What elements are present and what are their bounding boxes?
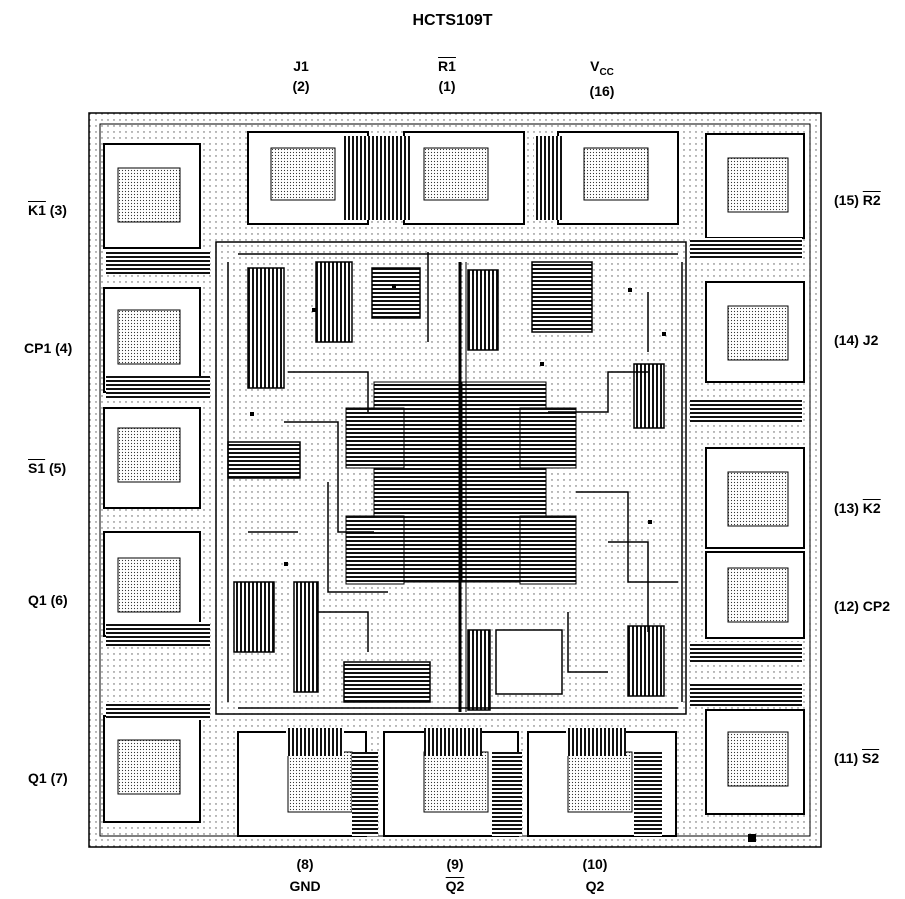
pin-name-vcc: VCC	[572, 58, 632, 81]
pin-number: (3)	[49, 202, 67, 218]
pin-number: (9)	[446, 856, 464, 872]
pin-label-bottom-q2-bar: (9) Q2	[430, 856, 480, 894]
pin-name: GND	[289, 878, 321, 894]
contact-vias	[250, 284, 756, 842]
pin-label-left-s1: S1 (5)	[28, 460, 66, 476]
pin-name: S2	[862, 750, 880, 766]
bond-pads-bottom	[237, 728, 677, 837]
diagram-title: HCTS109T	[412, 12, 493, 29]
metal-routing	[227, 252, 683, 709]
die-layout-drawing	[88, 112, 822, 848]
pin-number: (13)	[834, 500, 859, 516]
pin-number: (2)	[292, 78, 310, 94]
pin-label-right-j2: (14) J2	[834, 332, 878, 348]
pin-number: (8)	[296, 856, 314, 872]
bond-pads-top	[247, 131, 679, 225]
pin-label-bottom-q2: (10) Q2	[570, 856, 620, 894]
pin-label-top-r1: R1 (1)	[422, 58, 472, 94]
pin-label-right-k2: (13) K2	[834, 500, 881, 516]
pin-label-left-k1: K1 (3)	[28, 202, 67, 218]
pin-label-top-vcc: VCC (16)	[572, 58, 632, 99]
pin-label-left-q1-7: Q1 (7)	[28, 770, 68, 786]
pin-label-right-r2: (15) R2	[834, 192, 881, 208]
pin-name: Q2	[445, 878, 465, 894]
pin-number: (16)	[589, 82, 615, 99]
pin-number: (10)	[582, 856, 608, 872]
pin-name: S1	[28, 460, 46, 476]
pin-number: (12)	[834, 598, 859, 614]
pin-number: (4)	[55, 340, 73, 356]
pin-number: (11)	[834, 750, 859, 766]
pin-number: (1)	[438, 78, 456, 94]
pin-label-right-cp2: (12) CP2	[834, 598, 890, 614]
logic-blocks	[227, 261, 665, 711]
pin-number: (6)	[50, 592, 68, 608]
pin-name: K2	[862, 500, 881, 516]
pin-name: Q1	[28, 770, 47, 786]
pin-number: (14)	[834, 332, 859, 348]
bond-pads-left	[103, 143, 210, 823]
bond-pads-right	[690, 133, 805, 815]
pin-subscript: CC	[599, 66, 614, 78]
pin-name: V	[590, 58, 600, 74]
core-transistor-array	[345, 262, 577, 712]
pin-name: J1	[293, 58, 309, 74]
pin-name: K1	[28, 202, 46, 218]
pin-number: (15)	[834, 192, 859, 208]
pin-label-left-cp1: CP1 (4)	[24, 340, 72, 356]
pin-label-bottom-gnd: (8) GND	[280, 856, 330, 894]
pin-label-top-j1: J1 (2)	[276, 58, 326, 94]
pin-number: (7)	[50, 770, 68, 786]
pin-name: Q1	[28, 592, 47, 608]
pin-name: CP1	[24, 340, 52, 356]
pin-label-right-s2: (11) S2	[834, 750, 879, 766]
pin-name: Q2	[585, 878, 605, 894]
pin-name: CP2	[862, 598, 891, 614]
pin-name: R2	[862, 192, 881, 208]
pin-name: R1	[438, 58, 456, 74]
pin-name: J2	[862, 332, 879, 348]
pin-label-left-q1-6: Q1 (6)	[28, 592, 68, 608]
pin-number: (5)	[49, 460, 67, 476]
